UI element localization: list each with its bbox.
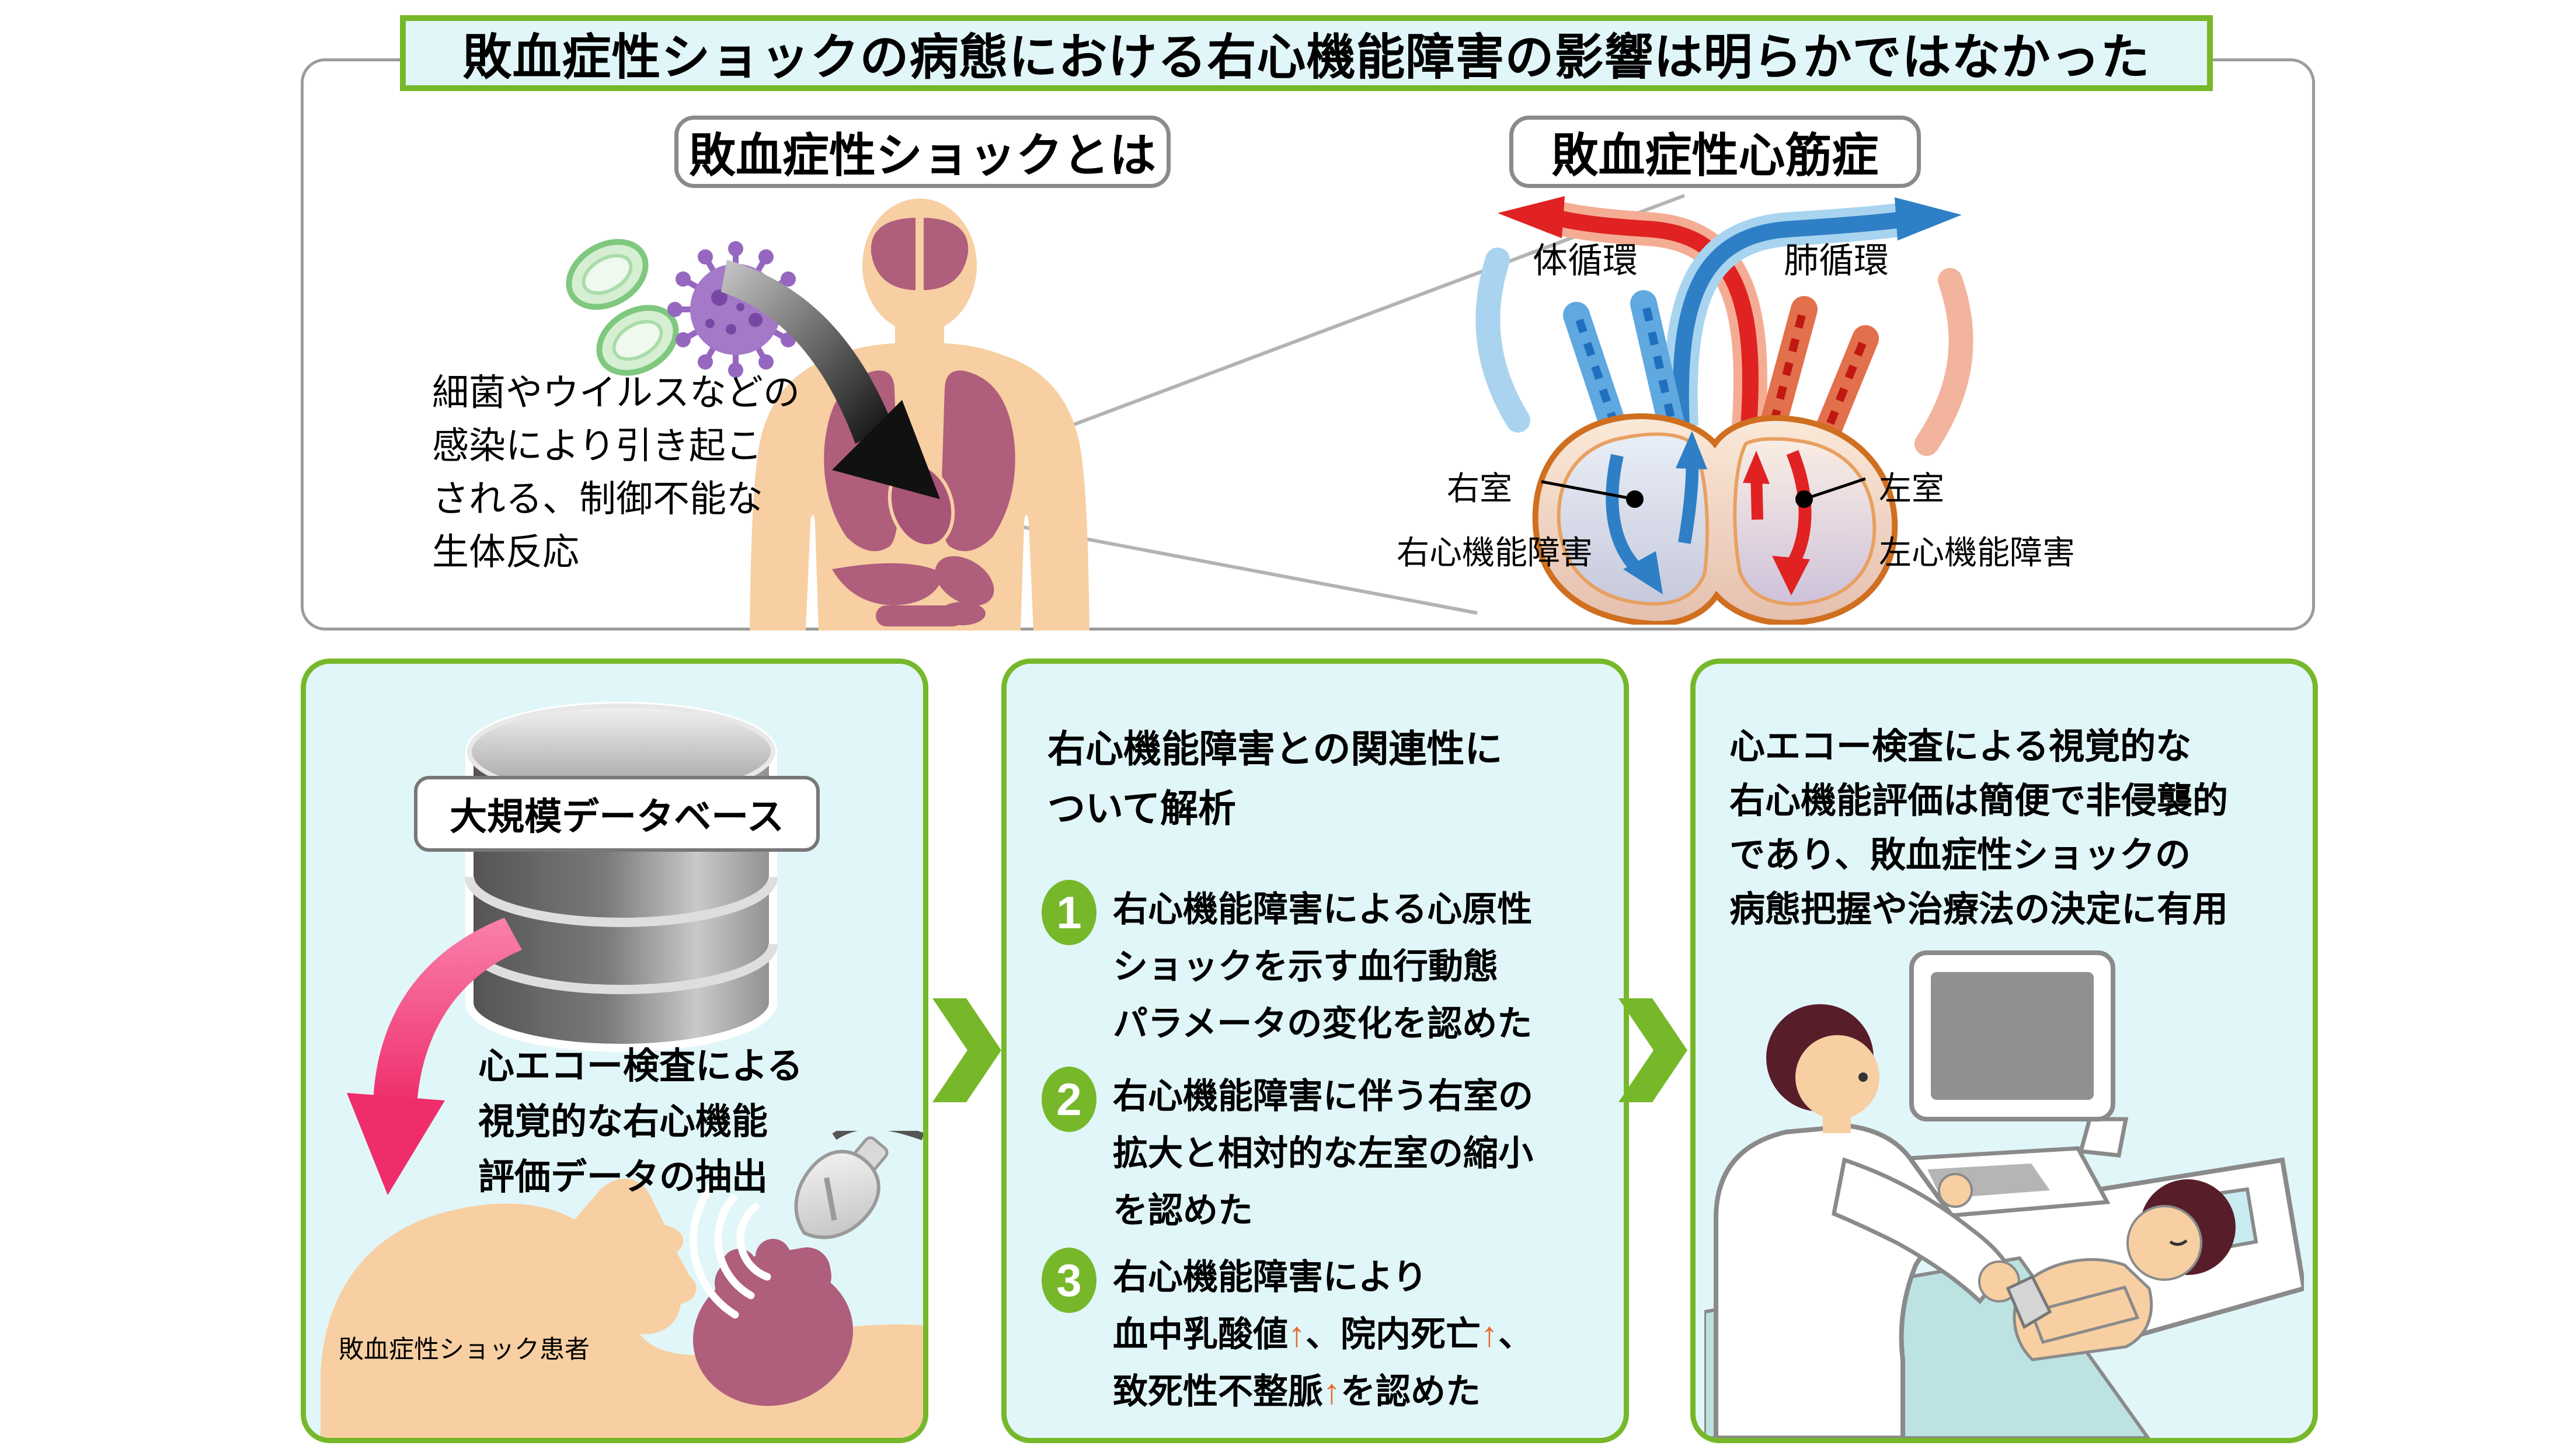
conclusion-line: であり、敗血症性ショックの <box>1729 835 2191 875</box>
caption-line: 感染により引き起こ <box>432 426 763 466</box>
patient-heart-icon <box>692 1239 854 1406</box>
conclusion-text: 心エコー検査による視覚的な 右心機能評価は簡便で非侵襲的 であり、敗血症性ショッ… <box>1729 719 2228 936</box>
patient-label: 敗血症性ショック患者 <box>339 1336 590 1364</box>
bacteria-virus-icons <box>566 239 800 378</box>
item-segment: 、院内死亡 <box>1306 1315 1481 1354</box>
header-line: 右心機能障害との関連性に <box>1047 727 1503 770</box>
cardiomyopathy-section-label: 敗血症性心筋症 <box>1509 116 1921 188</box>
echo-exam-illustration <box>1704 950 2304 1438</box>
item-segment: 、 <box>1498 1315 1533 1354</box>
item-line: 右心機能障害による心原性 <box>1113 890 1533 929</box>
item-line: 致死性不整脈↑を認めた <box>1113 1363 1533 1420</box>
item-segment: を認めた <box>1341 1372 1481 1411</box>
probe-in-hand-icon <box>2006 1274 2052 1329</box>
chevron-right-icon <box>1618 998 1687 1102</box>
pulmonary-blue-loop <box>1663 197 1962 427</box>
infection-arrow-icon <box>721 260 940 499</box>
extract-arrow-icon <box>347 918 522 1195</box>
caption-line: 評価データの抽出 <box>478 1157 768 1197</box>
ultrasound-waves <box>689 1182 771 1319</box>
analysis-item-2: 右心機能障害に伴う右室の 拡大と相対的な左室の縮小 を認めた <box>1113 1068 1533 1239</box>
patient-on-bed <box>2013 1179 2236 1361</box>
ultrasound-monitor-icon <box>1909 950 2129 1158</box>
bacteria-icon <box>566 239 679 376</box>
item-number-badge: 3 <box>1042 1248 1096 1313</box>
analysis-item-1: 右心機能障害による心原性 ショックを示す血行動態 パラメータの変化を認めた <box>1113 881 1532 1053</box>
up-arrow-icon: ↑ <box>1288 1315 1306 1354</box>
infection-caption: 細菌やウイルスなどの 感染により引き起こ される、制御不能な 生体反応 <box>432 367 800 579</box>
item-line: 右心機能障害により <box>1113 1258 1428 1297</box>
lv-dysfunction-label: 左心機能障害 <box>1879 534 2075 571</box>
analysis-item-3: 右心機能障害により 血中乳酸値↑、院内死亡↑、 致死性不整脈↑を認めた <box>1113 1249 1533 1420</box>
caption-line: 生体反応 <box>432 532 579 573</box>
rv-label: 右室 <box>1447 470 1512 507</box>
chevron-right-icon <box>932 998 1001 1102</box>
echo-extraction-caption: 心エコー検査による 視覚的な右心機能 評価データの抽出 <box>478 1039 803 1205</box>
systemic-circulation-label: 体循環 <box>1533 241 1638 280</box>
item-line: 拡大と相対的な左室の縮小 <box>1113 1134 1533 1173</box>
item-line: を認めた <box>1113 1191 1253 1230</box>
item-segment: 致死性不整脈 <box>1113 1372 1323 1411</box>
item-line: 血中乳酸値↑、院内死亡↑、 <box>1113 1306 1533 1363</box>
item-line: 右心機能障害に伴う右室の <box>1113 1077 1533 1116</box>
analysis-header: 右心機能障害との関連性に ついて解析 <box>1047 719 1502 838</box>
caption-line: 心エコー検査による <box>478 1046 803 1086</box>
item-number-badge: 1 <box>1042 880 1096 945</box>
doctor-illustration <box>1714 1004 2052 1438</box>
rv-dysfunction-label: 右心機能障害 <box>1397 534 1593 571</box>
conclusion-line: 病態把握や治療法の決定に有用 <box>1729 889 2229 929</box>
item-number-badge: 2 <box>1042 1067 1096 1132</box>
lv-label: 左室 <box>1879 470 1944 507</box>
database-label: 大規模データベース <box>414 776 820 852</box>
up-arrow-icon: ↑ <box>1481 1315 1498 1354</box>
item-line: ショックを示す血行動態 <box>1113 947 1498 986</box>
caption-line: 視覚的な右心機能 <box>478 1102 768 1142</box>
caption-line: 細菌やウイルスなどの <box>432 372 800 413</box>
header-line: ついて解析 <box>1047 787 1237 830</box>
label-leader-lines <box>1541 477 1866 501</box>
conclusion-line: 心エコー検査による視覚的な <box>1729 726 2192 766</box>
analysis-panel: 右心機能障害との関連性に ついて解析 1 右心機能障害による心原性 ショックを示… <box>1001 659 1629 1443</box>
caption-line: される、制御不能な <box>432 479 763 520</box>
heart-body <box>1532 413 1898 625</box>
conclusion-line: 右心機能評価は簡便で非侵襲的 <box>1729 781 2229 820</box>
page-title: 敗血症性ショックの病態における右心機能障害の影響は明らかではなかった <box>400 15 2213 91</box>
database-panel: 大規模データベース 心エコー検査による 視覚的な右心機能 評価データの抽出 <box>301 659 928 1443</box>
blood-flow-arrows <box>1606 431 1812 595</box>
heart-circulation-diagram <box>1475 196 1973 625</box>
item-segment: 血中乳酸値 <box>1113 1315 1288 1354</box>
pulmonary-circulation-label: 肺循環 <box>1784 241 1889 280</box>
item-line: パラメータの変化を認めた <box>1113 1004 1533 1043</box>
septic-shock-section-label: 敗血症性ショックとは <box>674 116 1171 188</box>
septic-patient-illustration <box>321 1131 923 1438</box>
conclusion-panel: 心エコー検査による視覚的な 右心機能評価は簡便で非侵襲的 であり、敗血症性ショッ… <box>1690 659 2318 1443</box>
aorta-red-loop <box>1498 196 1767 427</box>
up-arrow-icon: ↑ <box>1323 1372 1341 1411</box>
ultrasound-probe-icon <box>794 1131 923 1239</box>
